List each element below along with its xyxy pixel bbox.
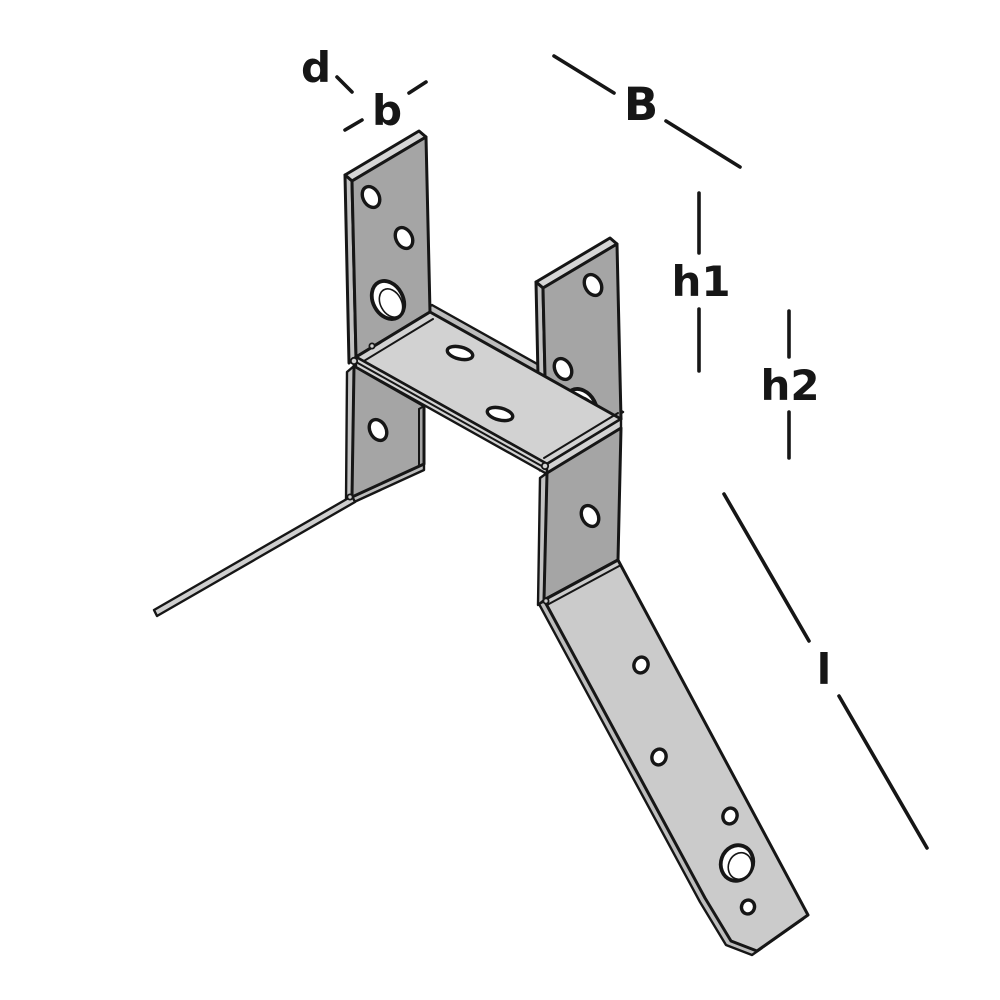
dimension-l: l	[722, 492, 929, 850]
screw-hole	[393, 225, 415, 251]
dim-d-leader-dash	[335, 75, 354, 94]
seat-hole	[445, 344, 475, 362]
dim-b-dash-right	[407, 80, 428, 95]
strap-hole	[650, 747, 668, 767]
bracket-illustration	[152, 129, 810, 957]
dimension-annotations: d b B h1 h2 l	[301, 43, 929, 850]
dim-label-h1: h1	[671, 257, 730, 306]
screw-hole	[360, 184, 382, 210]
strap-hole	[721, 806, 739, 826]
screw-hole	[582, 272, 604, 298]
dim-label-B: B	[624, 78, 658, 131]
dim-l-line-bottom	[837, 694, 929, 850]
dim-label-b: b	[372, 86, 402, 135]
dimension-B: B	[552, 54, 742, 169]
bend-detail	[540, 461, 550, 471]
bolt-hole-large	[369, 279, 407, 321]
right-strap-bend-line	[546, 564, 622, 606]
dim-label-h2: h2	[760, 361, 819, 410]
dim-label-l: l	[817, 645, 831, 694]
strap-hole	[632, 655, 650, 675]
dim-label-d: d	[301, 43, 331, 92]
left-strap-edge-on	[152, 494, 357, 618]
bend-detail	[542, 597, 550, 605]
dim-b-dash-left	[343, 118, 364, 132]
seat-hole	[485, 405, 515, 423]
bend-detail	[368, 342, 376, 350]
dim-B-line-right	[664, 119, 742, 169]
dimension-d: d	[301, 43, 354, 94]
dim-l-line-top	[722, 492, 811, 643]
dimension-h2: h2	[760, 309, 820, 460]
seat-left-bend-line	[358, 318, 434, 365]
bend-detail	[346, 493, 354, 501]
bend-detail	[349, 356, 359, 366]
seat-front-edge-inner-line	[355, 361, 548, 470]
dim-B-line-left	[552, 54, 616, 95]
seat-right-bend-line	[543, 412, 619, 459]
screw-hole	[367, 417, 389, 443]
screw-hole	[579, 503, 601, 529]
strap-bolt-hole-large	[718, 843, 756, 883]
dimension-h1: h1	[671, 191, 731, 373]
lower-left-plate-right-edge-highlight	[418, 404, 425, 468]
screw-hole	[552, 356, 574, 382]
dimension-b: b	[343, 80, 428, 135]
strap-hole	[739, 898, 757, 916]
